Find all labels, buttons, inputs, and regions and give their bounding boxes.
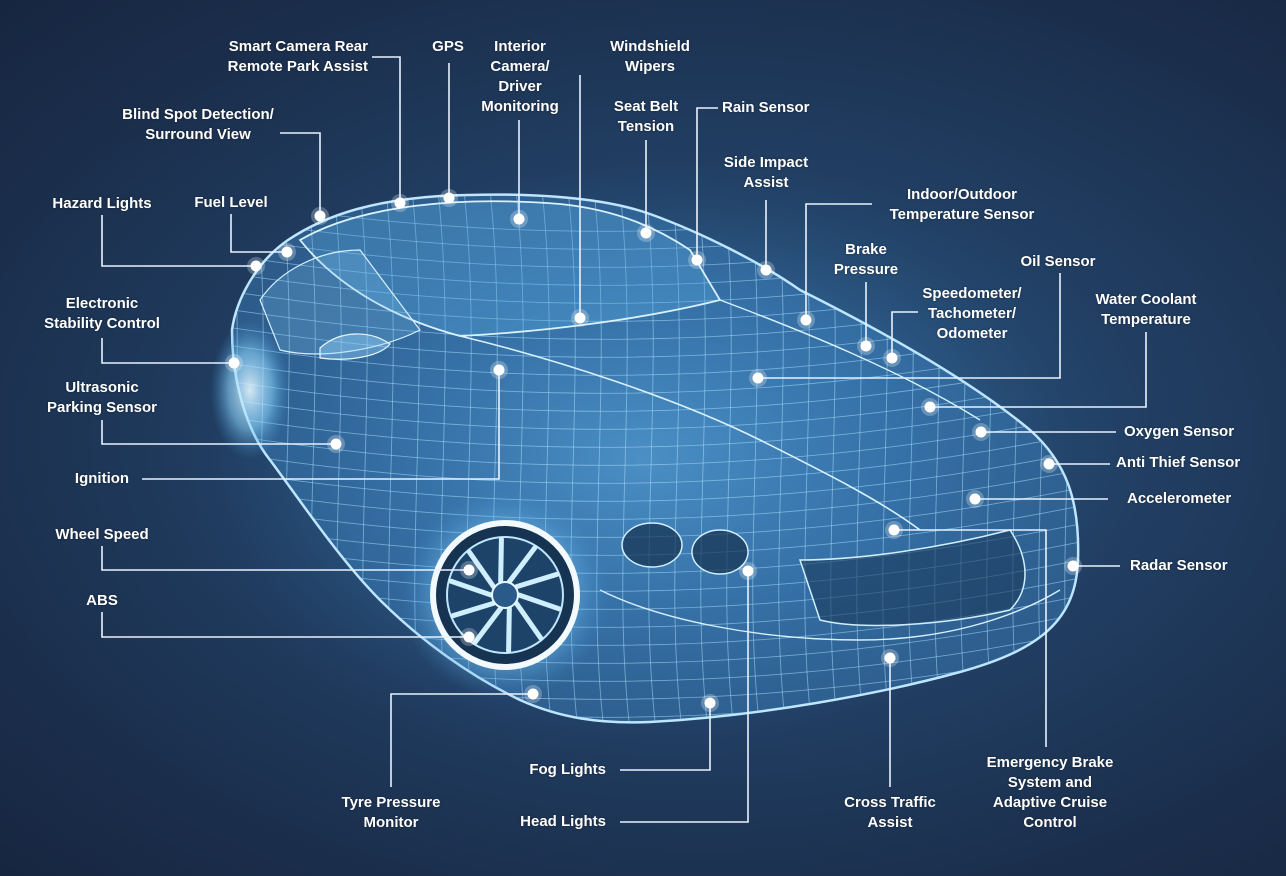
leader-blind-spot xyxy=(280,132,321,216)
dot-windshield-wipers xyxy=(574,312,586,324)
dot-hazard-lights xyxy=(250,260,262,272)
dot-tyre-pressure xyxy=(527,688,539,700)
front-wheel xyxy=(400,490,610,700)
dot-water-coolant xyxy=(924,401,936,413)
label-speedometer: Speedometer/Tachometer/Odometer xyxy=(922,285,1022,342)
sensor-dots xyxy=(225,189,1082,712)
leader-fuel-level xyxy=(230,214,287,253)
leader-smart-camera xyxy=(372,56,401,203)
dot-cross-traffic xyxy=(884,652,896,664)
label-abs: ABS xyxy=(86,592,118,609)
wheel-spoke xyxy=(448,578,494,598)
dot-ultrasonic xyxy=(330,438,342,450)
leader-esc xyxy=(101,338,234,364)
dot-smart-camera xyxy=(394,197,406,209)
wheel-spoke xyxy=(513,571,560,590)
dot-seat-belt xyxy=(640,227,652,239)
label-oil-sensor: Oil Sensor xyxy=(1020,253,1096,270)
dot-accelerometer xyxy=(969,493,981,505)
label-accelerometer: Accelerometer xyxy=(1127,490,1232,507)
label-fog-lights: Fog Lights xyxy=(529,761,606,778)
label-radar: Radar Sensor xyxy=(1130,557,1228,574)
dot-abs xyxy=(463,631,475,643)
label-gps: GPS xyxy=(432,38,464,55)
dot-brake-pressure xyxy=(860,340,872,352)
leader-fog-lights xyxy=(620,703,711,771)
label-hazard-lights: Hazard Lights xyxy=(52,195,152,212)
leader-rain-sensor xyxy=(696,107,718,260)
wheel-spoke xyxy=(450,600,497,619)
dot-emergency-brake xyxy=(888,524,900,536)
leader-tyre-pressure xyxy=(390,693,533,787)
label-anti-thief: Anti Thief Sensor xyxy=(1116,454,1241,471)
wheel-spoke xyxy=(506,605,512,654)
dot-indoor-outdoor xyxy=(800,314,812,326)
leader-hazard-lights xyxy=(101,215,256,267)
leader-speedometer xyxy=(891,311,918,358)
wheel-spoke xyxy=(516,592,562,612)
leader-ignition xyxy=(142,370,500,480)
leader-head-lights xyxy=(620,571,749,823)
wheel-spoke xyxy=(472,605,504,645)
leader-indoor-outdoor xyxy=(805,203,872,320)
wheel-spoke xyxy=(498,536,504,585)
dot-interior-camera xyxy=(513,213,525,225)
callout-lines xyxy=(101,56,1147,823)
leader-emergency-brake xyxy=(894,529,1047,747)
leader-ultrasonic xyxy=(101,420,336,445)
leader-wheel-speed xyxy=(101,546,469,571)
wheel-spoke xyxy=(506,545,538,585)
leader-water-coolant xyxy=(930,332,1147,408)
dot-gps xyxy=(443,192,455,204)
label-rain-sensor: Rain Sensor xyxy=(722,99,810,116)
dot-head-lights xyxy=(742,565,754,577)
dot-anti-thief xyxy=(1043,458,1055,470)
label-blind-spot: Blind Spot Detection/Surround View xyxy=(122,106,274,143)
dot-rain-sensor xyxy=(691,254,703,266)
dot-fog-lights xyxy=(704,697,716,709)
dot-wheel-speed xyxy=(463,564,475,576)
dot-fuel-level xyxy=(281,246,293,258)
label-oxygen: Oxygen Sensor xyxy=(1124,423,1235,440)
wheel-spoke xyxy=(466,549,497,590)
label-head-lights: Head Lights xyxy=(520,813,606,830)
dot-oil-sensor xyxy=(752,372,764,384)
dot-blind-spot xyxy=(314,210,326,222)
wheel-spoke xyxy=(513,600,544,641)
leader-abs xyxy=(101,612,469,638)
dot-esc xyxy=(228,357,240,369)
dot-speedometer xyxy=(886,352,898,364)
dot-side-impact xyxy=(760,264,772,276)
label-fuel-level: Fuel Level xyxy=(194,194,268,211)
leader-oil-sensor xyxy=(758,273,1061,379)
dot-radar xyxy=(1067,560,1079,572)
label-wheel-speed: Wheel Speed xyxy=(55,526,149,543)
dot-oxygen xyxy=(975,426,987,438)
dot-ignition xyxy=(493,364,505,376)
label-ignition: Ignition xyxy=(74,470,130,487)
